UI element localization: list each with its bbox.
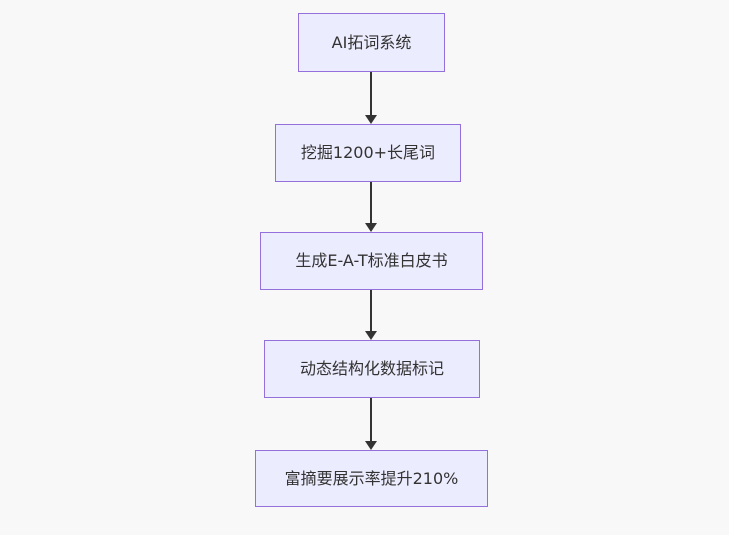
node-label: 动态结构化数据标记 xyxy=(299,359,444,379)
flowchart-node-rich-snippet-result: 富摘要展示率提升210% xyxy=(255,450,488,507)
arrow-down-icon xyxy=(364,398,377,450)
flowchart-node-eat-whitepaper: 生成E-A-T标准白皮书 xyxy=(260,232,483,290)
flowchart-node-ai-system: AI拓词系统 xyxy=(298,13,445,72)
arrow-down-icon xyxy=(364,182,377,232)
flowchart-node-structured-data: 动态结构化数据标记 xyxy=(264,340,480,398)
node-label: 富摘要展示率提升210% xyxy=(284,468,459,488)
node-label: AI拓词系统 xyxy=(331,32,412,52)
arrow-down-icon xyxy=(364,290,377,340)
node-label: 生成E-A-T标准白皮书 xyxy=(295,251,448,271)
node-label: 挖掘1200+长尾词 xyxy=(300,143,436,163)
arrow-down-icon xyxy=(364,72,377,124)
flowchart-node-longtail-mining: 挖掘1200+长尾词 xyxy=(275,124,461,182)
